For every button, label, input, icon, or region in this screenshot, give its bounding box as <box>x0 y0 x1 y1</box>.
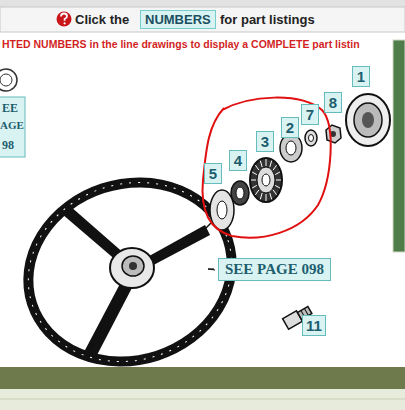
see-page-fragment: EE <box>2 102 18 114</box>
see-page-link: SEE PAGE 098 <box>218 258 331 281</box>
see-page-fragment: 98 <box>2 139 14 151</box>
see-page-fragment: AGE <box>0 120 24 131</box>
callout-number: 3 <box>256 131 274 152</box>
header-text: for part listings <box>220 13 315 26</box>
highlight-word: NUMBERS <box>140 10 216 29</box>
callout-number: 11 <box>302 315 326 336</box>
leader-line <box>208 269 215 270</box>
header-text: Click the <box>75 13 129 26</box>
callout-number: 4 <box>229 150 247 171</box>
callout-number: 2 <box>281 117 299 138</box>
callout-number: 1 <box>352 66 370 87</box>
callout-number: 5 <box>204 163 222 184</box>
callout-number: 8 <box>324 92 342 113</box>
instruction-text: HTED NUMBERS in the line drawings to dis… <box>2 39 360 50</box>
callout-number: 7 <box>301 104 319 125</box>
